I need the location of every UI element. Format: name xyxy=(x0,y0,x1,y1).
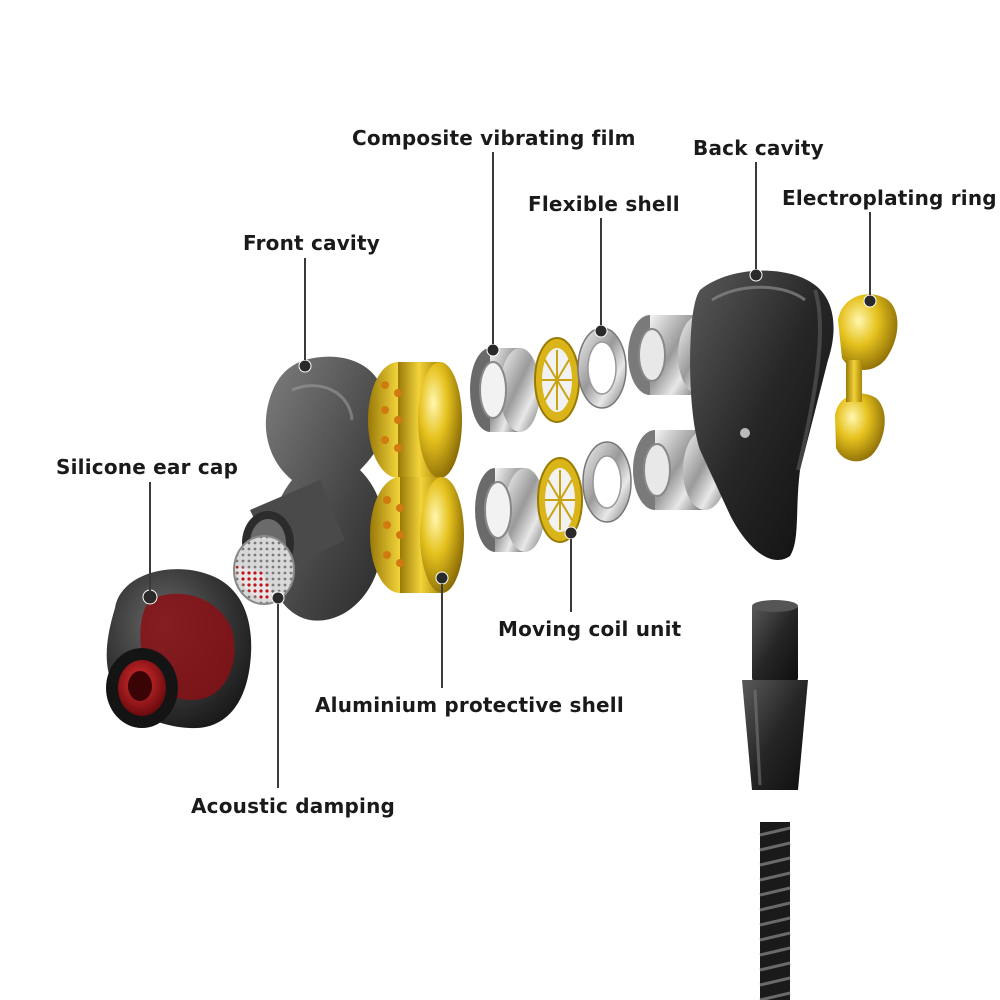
label-flexible-shell: Flexible shell xyxy=(528,192,680,216)
label-moving-coil-unit: Moving coil unit xyxy=(498,617,682,641)
moving-coil-unit xyxy=(534,337,583,543)
label-composite-vibrating-film: Composite vibrating film xyxy=(352,126,636,150)
label-aluminium-protective-shell: Aluminium protective shell xyxy=(315,693,624,717)
composite-vibrating-film xyxy=(470,343,545,552)
label-front-cavity: Front cavity xyxy=(243,231,380,255)
leader-lines xyxy=(149,152,871,788)
label-back-cavity: Back cavity xyxy=(693,136,824,160)
acoustic-damping xyxy=(233,535,295,605)
back-cavity xyxy=(690,268,834,560)
cable xyxy=(759,822,791,1000)
label-acoustic-damping: Acoustic damping xyxy=(191,794,396,818)
cable-plug xyxy=(742,600,808,790)
silicone-ear-cap xyxy=(106,569,252,729)
label-silicone-ear-cap: Silicone ear cap xyxy=(56,455,239,479)
aluminium-protective-shell xyxy=(368,362,464,593)
electroplating-ring xyxy=(835,294,898,462)
label-electroplating-ring: Electroplating ring xyxy=(782,186,997,210)
